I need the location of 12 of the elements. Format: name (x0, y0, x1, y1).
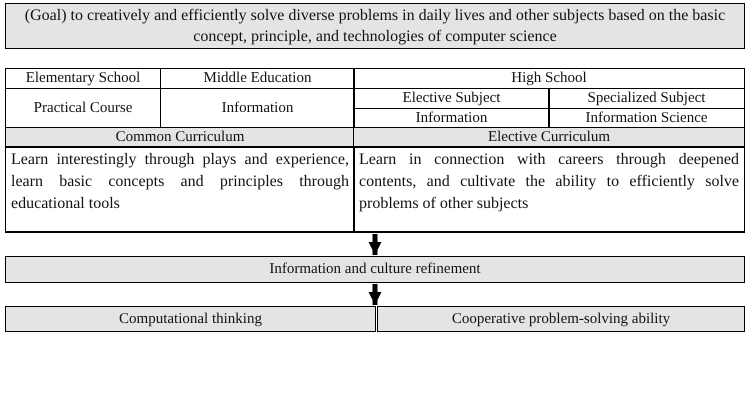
outcome-box: Computational thinking (5, 306, 376, 332)
table-header: Common Curriculum (5, 127, 355, 148)
curriculum-table (5, 68, 745, 233)
process-box: Information and culture refinement (5, 256, 745, 283)
table-cell: Elective Subject (353, 88, 550, 109)
description-text: Learn in connection with careers through deepened contents, and cultivate the ability to efficiently solve problems of other subjects (353, 146, 745, 232)
arrow (368, 284, 382, 305)
table-header: Elective Curriculum (353, 127, 745, 148)
outcome-box: Cooperative problem-solving ability (377, 306, 745, 332)
goal-box: (Goal) to creatively and efficiently solve diverse problems in daily lives and other subjects based on the basic concept, principle, and technologies of computer science (5, 3, 745, 49)
arrow (368, 234, 382, 255)
description-text: Learn interestingly through plays and experience, learn basic concepts and principles through educational tools (5, 146, 355, 232)
